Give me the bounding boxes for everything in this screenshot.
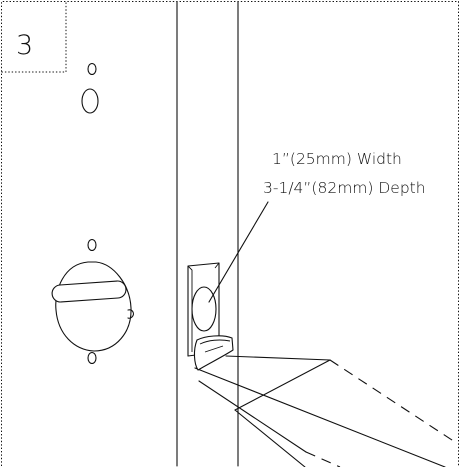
step-box: 3 xyxy=(2,2,67,73)
depth-label: 3-1/4”(82mm) Depth xyxy=(263,179,426,197)
upper-holes xyxy=(82,64,98,114)
dimension-callout: 1”(25mm) Width 3-1/4”(82mm) Depth xyxy=(263,150,426,197)
door-edge xyxy=(177,2,238,466)
step-number: 3 xyxy=(16,30,33,61)
width-label: 1”(25mm) Width xyxy=(272,150,402,168)
cross-bore xyxy=(52,240,134,364)
chisel-tool xyxy=(194,336,455,467)
